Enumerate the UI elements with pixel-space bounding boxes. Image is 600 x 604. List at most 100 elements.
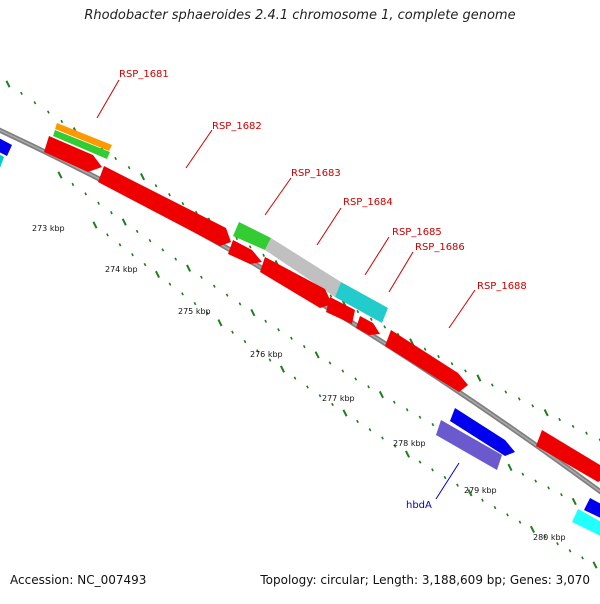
minor-tick-mark xyxy=(367,385,370,389)
gene-feature-cyan-right[interactable] xyxy=(572,509,600,538)
minor-tick-mark xyxy=(341,369,345,373)
minor-tick-mark xyxy=(331,402,334,407)
gene-feature-rsp1688-red[interactable] xyxy=(385,330,468,392)
minor-tick-mark xyxy=(369,317,373,321)
major-tick-mark xyxy=(186,264,192,272)
gene-feature-red-2[interactable] xyxy=(98,166,231,246)
minor-tick-mark xyxy=(243,339,247,344)
minor-tick-mark xyxy=(268,358,272,362)
gene-feature-hbda-purple[interactable] xyxy=(436,420,502,470)
minor-tick-mark xyxy=(423,347,427,351)
minor-tick-mark xyxy=(143,262,147,267)
gene-label[interactable]: RSP_1683 xyxy=(291,168,341,179)
gene-label[interactable]: RSP_1684 xyxy=(343,197,393,208)
minor-tick-mark xyxy=(174,257,178,261)
minor-tick-mark xyxy=(329,294,333,298)
minor-tick-mark xyxy=(356,419,359,424)
minor-tick-mark xyxy=(556,542,559,546)
gene-feature-red-5[interactable] xyxy=(326,297,355,324)
gene-feature-red-1[interactable] xyxy=(44,136,102,172)
minor-tick-mark xyxy=(431,468,434,472)
gene-label[interactable]: hbdA xyxy=(406,500,432,511)
gene-feature-red-4[interactable] xyxy=(260,257,332,308)
gene-label[interactable]: RSP_1686 xyxy=(415,242,465,253)
major-tick-mark xyxy=(140,173,146,181)
minor-tick-mark xyxy=(431,422,435,427)
minor-tick-mark xyxy=(161,248,165,252)
gene-feature-red-6[interactable] xyxy=(356,316,380,335)
major-tick-mark xyxy=(250,308,256,317)
gene-label[interactable]: RSP_1681 xyxy=(119,69,169,80)
minor-tick-mark xyxy=(148,239,152,243)
gene-feature-rsp1684-gray[interactable] xyxy=(265,238,341,297)
minor-tick-mark xyxy=(290,336,293,340)
major-tick-mark xyxy=(571,497,577,506)
gene-label[interactable]: RSP_1688 xyxy=(477,281,527,292)
minor-tick-mark xyxy=(181,201,185,206)
minor-tick-mark xyxy=(231,330,234,334)
minor-tick-mark xyxy=(437,354,440,359)
gene-feature-blue-left[interactable] xyxy=(0,136,12,156)
minor-tick-mark xyxy=(238,302,242,306)
minor-tick-mark xyxy=(521,472,525,476)
minor-tick-mark xyxy=(464,369,467,373)
minor-tick-mark xyxy=(206,311,209,315)
minor-tick-mark xyxy=(368,428,372,432)
minor-tick-mark xyxy=(418,460,422,464)
minor-tick-mark xyxy=(383,325,387,329)
minor-tick-mark xyxy=(318,394,322,398)
minor-tick-mark xyxy=(558,417,561,422)
minor-tick-mark xyxy=(328,361,332,365)
gene-label[interactable]: RSP_1685 xyxy=(392,227,442,238)
minor-tick-mark xyxy=(585,431,588,435)
minor-tick-mark xyxy=(293,376,297,380)
gene-feature-rsp1681-orange[interactable] xyxy=(55,123,112,151)
kbp-labels: 273 kbp 274 kbp 275 kbp 276 kbp 277 kbp … xyxy=(32,224,566,542)
minor-tick-mark xyxy=(235,236,239,241)
major-tick-mark xyxy=(314,351,320,359)
minor-tick-mark xyxy=(212,284,216,288)
gene-feature-rsp1683-green[interactable] xyxy=(233,222,271,250)
minor-tick-mark xyxy=(354,377,358,381)
kbp-label: 273 kbp xyxy=(32,224,65,233)
minor-tick-mark xyxy=(181,292,184,296)
minor-tick-mark xyxy=(71,182,75,187)
gene-feature-rsp1681-green[interactable] xyxy=(53,130,110,159)
gene-features xyxy=(0,123,600,538)
gene-feature-rsp1685-cyan[interactable] xyxy=(335,282,388,323)
gene-label[interactable]: RSP_1682 xyxy=(212,121,262,132)
minor-tick-mark xyxy=(131,253,134,257)
kbp-label: 279 kbp xyxy=(464,486,497,495)
minor-tick-mark xyxy=(168,282,172,286)
map-title: Rhodobacter sphaeroides 2.4.1 chromosome… xyxy=(84,8,516,23)
minor-tick-mark xyxy=(118,243,122,247)
gene-feature-blue[interactable] xyxy=(450,408,515,456)
gene-label-leaders xyxy=(96,79,476,500)
minor-tick-mark xyxy=(443,475,447,480)
minor-tick-mark xyxy=(393,444,397,448)
minor-tick-mark xyxy=(418,415,422,419)
minor-tick-mark xyxy=(392,400,396,404)
gene-feature-red-3[interactable] xyxy=(228,240,262,264)
minor-tick-mark xyxy=(568,549,572,553)
minor-tick-mark xyxy=(306,385,309,389)
minor-tick-mark xyxy=(47,110,50,114)
minor-tick-mark xyxy=(481,498,484,502)
gene-feature-blue-right[interactable] xyxy=(584,498,600,520)
minor-tick-mark xyxy=(135,229,139,234)
minor-tick-mark xyxy=(560,493,563,497)
minor-tick-mark xyxy=(127,165,131,170)
gene-feature-red-right[interactable] xyxy=(536,430,600,482)
major-tick-mark xyxy=(507,463,513,471)
genome-backbone xyxy=(0,127,600,495)
minor-tick-mark xyxy=(193,301,197,306)
gene-feature-cyan-left[interactable] xyxy=(0,152,4,168)
minor-tick-mark xyxy=(517,397,521,401)
minor-tick-mark xyxy=(531,404,535,408)
minor-tick-mark xyxy=(504,390,508,394)
minor-tick-mark xyxy=(450,362,454,366)
minor-tick-mark xyxy=(200,275,203,279)
minor-tick-mark xyxy=(571,424,575,429)
